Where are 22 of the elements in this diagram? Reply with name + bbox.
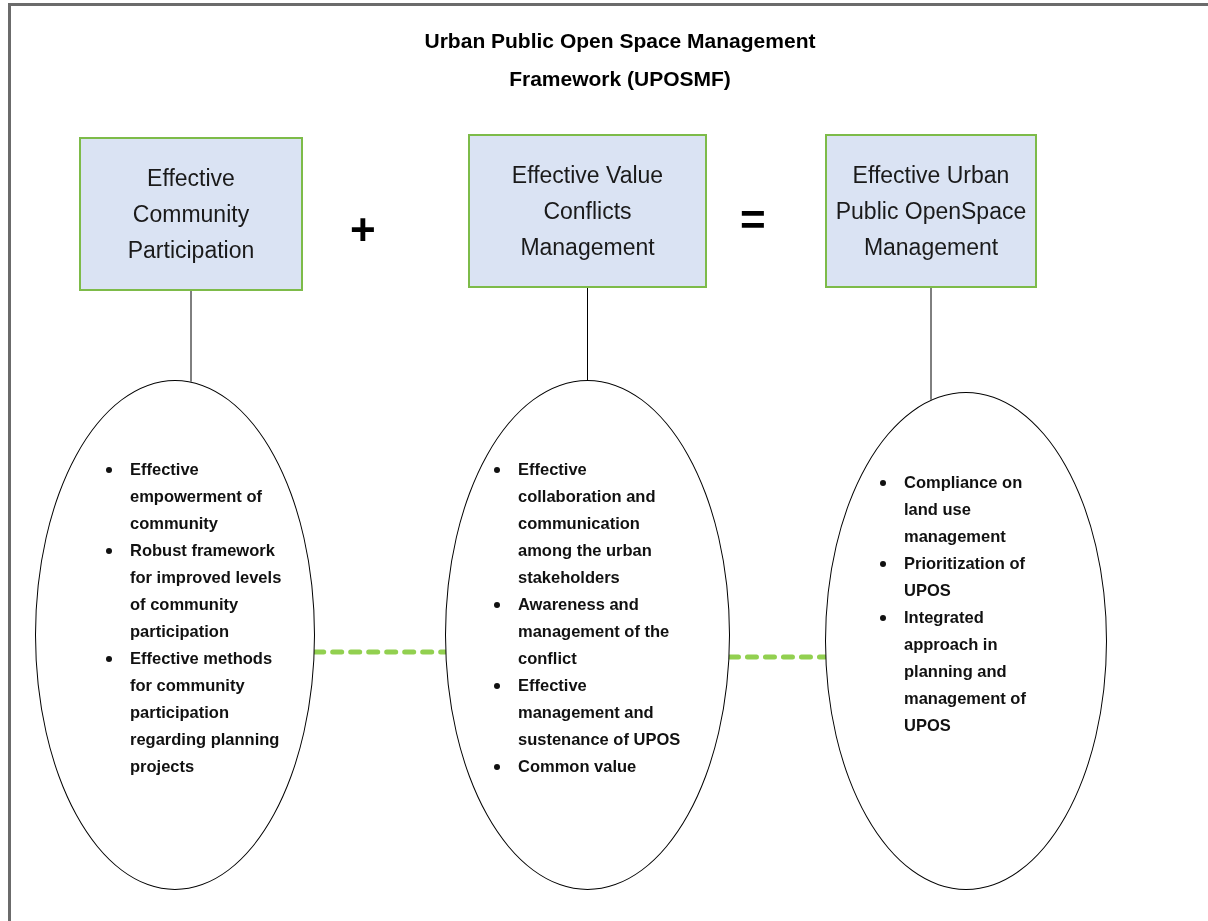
bullet-item: Robust framework for improved levels of community participation: [130, 540, 283, 642]
connector-line: [190, 290, 192, 383]
bullet-item: Integrated approach in planning and management of UPOS: [904, 607, 1027, 736]
diagram-title: Urban Public Open Space Management Framework (UPOSMF): [423, 28, 817, 92]
bullet-item: Common value: [518, 756, 637, 777]
bullet-item: Prioritization of UPOS: [904, 553, 1026, 601]
bullet-item: Effective methods for community participation regarding planning projects: [130, 648, 281, 777]
concept-box: [79, 137, 303, 291]
bullet-item: Effective collaboration and communication among the urban stakeholders: [518, 459, 657, 588]
connector-line: [930, 287, 932, 401]
box-text: Effective Value Conflicts Management: [510, 161, 665, 262]
bullet-item: Compliance on land use management: [904, 472, 1024, 547]
concept-box: [468, 134, 707, 288]
connector-line: [587, 287, 588, 381]
bullet-item: Effective empowerment of community: [130, 459, 264, 534]
box-text: Effective Community Participation: [126, 164, 256, 265]
operator-sign: =: [740, 195, 766, 245]
box-text: Effective Urban Public OpenSpace Management: [835, 161, 1027, 262]
concept-box: [825, 134, 1037, 288]
operator-sign: +: [350, 205, 376, 255]
bullet-item: Awareness and management of the conflict: [518, 594, 671, 669]
bullet-item: Effective management and sustenance of UPOS: [518, 675, 682, 750]
